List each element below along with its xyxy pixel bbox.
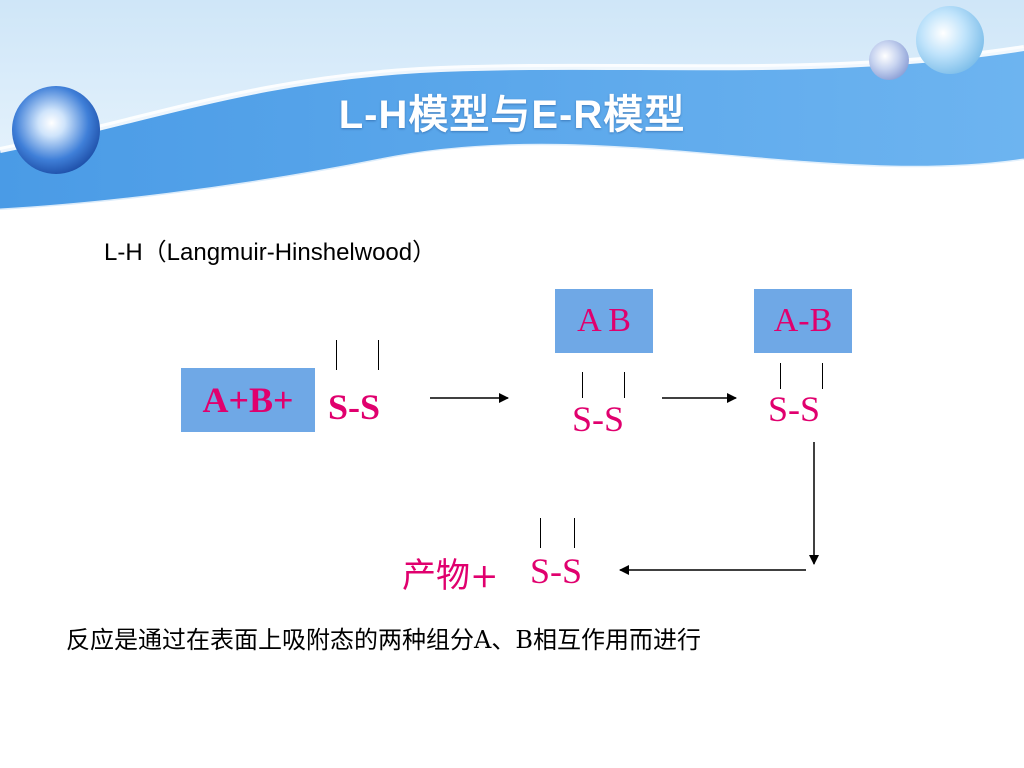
- bonded-box: A-B: [754, 289, 852, 353]
- adsorbed-label: A B: [577, 302, 631, 339]
- orb-small: [869, 40, 909, 80]
- surface-sites-2: S-S: [572, 399, 625, 439]
- surface-sites-3: S-S: [768, 389, 821, 429]
- orb-large: [12, 86, 100, 174]
- site-bond-line: [582, 372, 583, 398]
- product-label: 产物+: [402, 556, 499, 596]
- mechanism-description: 反应是通过在表面上吸附态的两种组分A、B相互作用而进行: [66, 626, 701, 654]
- orb-light: [916, 6, 984, 74]
- site-bond-line: [574, 518, 575, 548]
- site-bond-line: [624, 372, 625, 398]
- page-title: L-H模型与E-R模型: [338, 93, 686, 137]
- header-banner: [0, 0, 1024, 215]
- surface-sites-4: S-S: [530, 551, 583, 591]
- site-bond-line: [336, 340, 337, 370]
- model-subtitle: L-H（Langmuir-Hinshelwood）: [104, 239, 437, 266]
- site-bond-line: [540, 518, 541, 548]
- adsorbed-box: A B: [555, 289, 653, 353]
- reactants-box: A+B+: [181, 368, 315, 432]
- site-bond-line: [780, 363, 781, 389]
- surface-sites-1: S-S: [328, 387, 381, 427]
- bonded-label: A-B: [773, 302, 833, 339]
- site-bond-line: [378, 340, 379, 370]
- site-bond-line: [822, 363, 823, 389]
- reactants-label: A+B+: [202, 380, 294, 420]
